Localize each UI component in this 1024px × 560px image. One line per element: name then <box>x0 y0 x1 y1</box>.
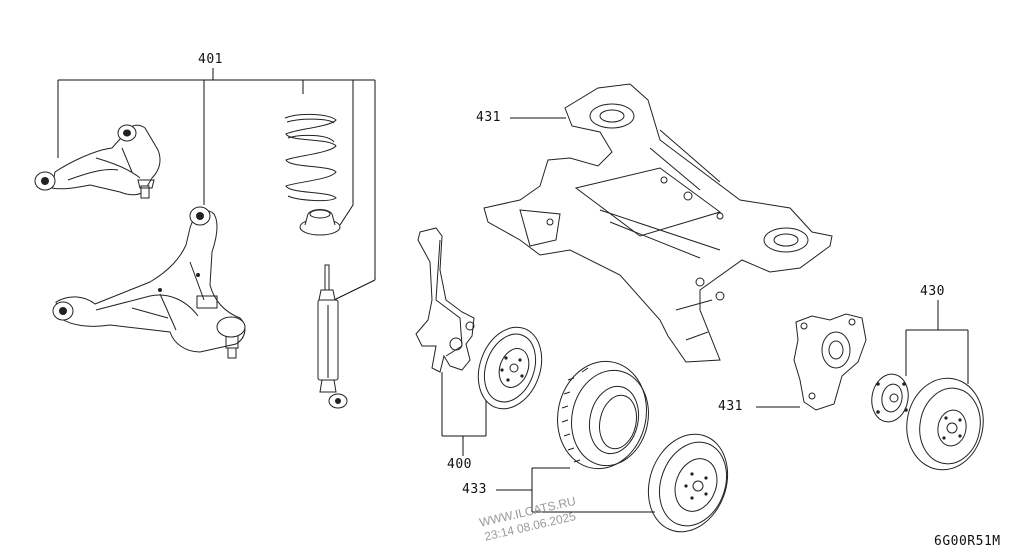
callout-433: 433 <box>462 482 487 497</box>
lower-control-arm <box>52 206 246 359</box>
front-subframe <box>483 83 833 363</box>
callout-430: 430 <box>920 284 945 299</box>
spring-seat <box>299 209 341 236</box>
callout-431-subframe: 431 <box>476 110 501 125</box>
shock-absorber <box>317 264 348 409</box>
leader-433 <box>496 467 655 513</box>
callout-400: 400 <box>447 457 472 472</box>
leader-430 <box>905 300 969 384</box>
leader-401 <box>57 68 376 301</box>
rear-knuckle <box>793 313 867 411</box>
callout-431-knuckle: 431 <box>718 399 743 414</box>
callout-401: 401 <box>198 52 223 67</box>
road-wheel <box>647 433 729 533</box>
rear-brake-rotor <box>906 377 984 471</box>
diagram-code: 6G00R51M <box>934 534 1001 549</box>
leader-400 <box>441 372 487 456</box>
wheel-hub <box>871 373 909 423</box>
upper-control-arm <box>34 124 161 199</box>
front-brake-rotor <box>477 326 543 410</box>
steering-knuckle <box>415 227 475 373</box>
tire <box>557 360 649 470</box>
coil-spring <box>284 113 337 202</box>
